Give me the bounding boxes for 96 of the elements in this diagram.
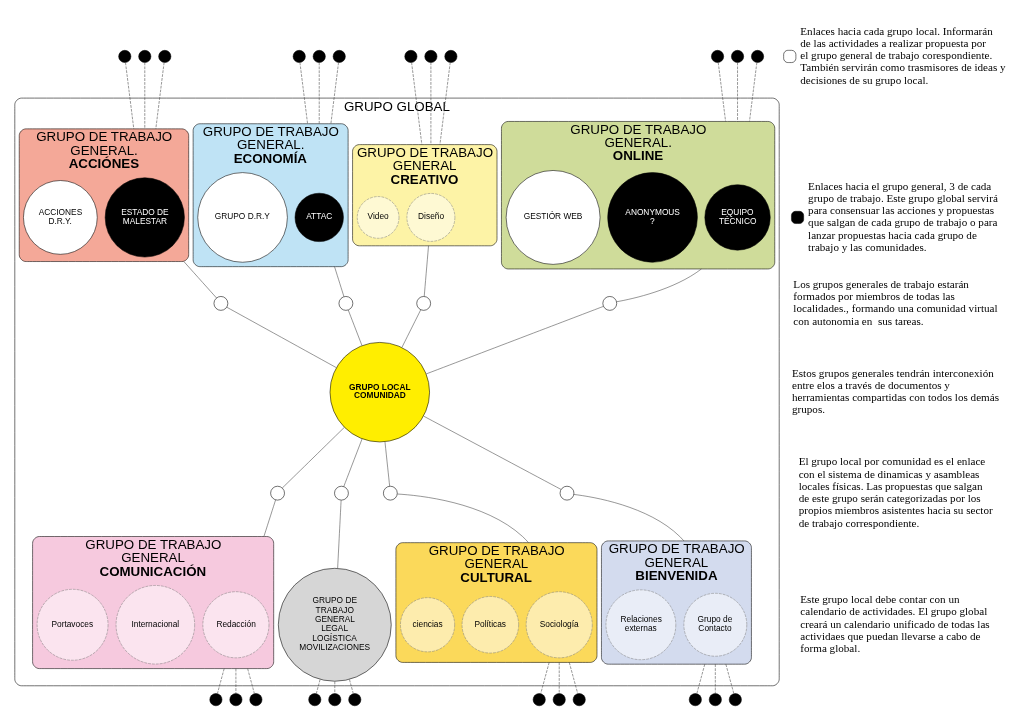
connector [384, 441, 390, 486]
legend-label: Enlaces hacia el grupo general, 3 de cada grupo de trabajo. Este grupo global servirá para consensuar las acciones y propuestas que salgan de cada grupo de trabajo o para lanzar propuestas hacia cada grupo de trabajo y las comunidades. [808, 179, 998, 253]
node-circle [292, 49, 306, 63]
connector [263, 499, 276, 537]
connector [423, 415, 562, 490]
node-circle [138, 49, 152, 63]
connector [718, 61, 726, 122]
node-circle [308, 692, 322, 706]
connector [558, 661, 560, 694]
connector [411, 61, 423, 145]
node-circle: ACCIONES D.R.Y. [23, 179, 98, 255]
node-circle [118, 49, 132, 63]
connector [299, 61, 308, 124]
connector [343, 438, 363, 487]
node-circle: Video [357, 195, 400, 239]
connector [423, 245, 429, 297]
connector [183, 260, 217, 298]
connector [217, 667, 225, 694]
connector [540, 661, 550, 694]
connector [737, 61, 738, 122]
connector [282, 426, 345, 488]
node-circle: Sociología [525, 590, 593, 658]
connector [573, 493, 685, 541]
node-circle [270, 485, 285, 500]
node-circle [728, 692, 742, 706]
node-circle [213, 295, 229, 311]
node-circle: GRUPO DE TRABAJO GENERAL LEGAL LOGÍSTICA MOVILIZACIONES [278, 567, 392, 681]
node-circle [383, 485, 398, 500]
node-circle [404, 49, 418, 63]
connector [316, 678, 321, 694]
node-circle [532, 692, 546, 706]
connector [569, 661, 578, 694]
node-circle [328, 692, 342, 706]
node-circle [312, 49, 326, 63]
connector [616, 268, 702, 302]
node-circle [559, 485, 575, 500]
connector [725, 663, 735, 694]
connector [125, 61, 135, 129]
node-circle: ESTADO DE MALESTAR [104, 177, 185, 257]
connector [426, 305, 604, 374]
node-circle: GESTIÓR WEB [505, 169, 601, 265]
connector [749, 61, 758, 122]
connector [334, 680, 336, 694]
label: Este grupo local debe contar con un calendario de actividades. El grupo global creará un calendario unificado de todas las actividaes que puedan llevarse a cabo de forma global. [800, 592, 990, 654]
label: Estos grupos generales tendrán interconexión entre elos a través de documentos y herramientas compartidas con todos los demás grupos. [791, 366, 999, 415]
node-circle [711, 49, 724, 63]
node-circle: Redacción [202, 590, 270, 658]
connector [439, 61, 451, 145]
node-circle: Grupo de Contacto [683, 592, 748, 656]
node-circle [444, 49, 458, 63]
node-circle: Diseño [406, 192, 456, 242]
node-circle: EQUIPO TÉCNICO [704, 183, 771, 250]
node-circle [708, 692, 722, 706]
connector [226, 306, 337, 368]
node-circle [334, 485, 349, 500]
connector [155, 61, 165, 129]
node-circle [338, 295, 354, 311]
node-circle: Políticas [461, 595, 519, 653]
connector [397, 493, 529, 543]
node-circle [348, 692, 362, 706]
node-circle: GRUPO LOCAL COMUNIDAD [329, 341, 430, 442]
node-circle [158, 49, 172, 63]
node-circle [688, 692, 702, 706]
connector [715, 663, 716, 694]
connector [144, 61, 146, 129]
connector [337, 499, 342, 568]
node-circle: ATTAC [294, 192, 344, 242]
connector [347, 309, 363, 346]
node-circle [332, 49, 346, 63]
node-circle: Internacional [115, 584, 195, 664]
node-circle: Relaciones externas [605, 589, 677, 660]
node-circle [209, 692, 223, 706]
node-circle [731, 49, 744, 63]
connector [349, 678, 354, 694]
node-circle: Portavoces [36, 588, 109, 661]
connector [235, 667, 237, 694]
node-circle [602, 295, 617, 311]
connector [318, 61, 320, 124]
node-circle [552, 692, 566, 706]
label: El grupo local por comunidad es el enlace con el sistema de dinamicas y asambleas locales físicas. Las propuestas que salgan de este grupo serán categorizadas por los propios miembros asistentes hacia su sector de trabajo correspondiente. [798, 454, 993, 529]
legend-label: Enlaces hacia cada grupo local. Informarán de las actividades a realizar propuesta por el grupo general de trabajo corespondiente. También servirán como trasmisores de ideas y decisiones de su grupo local. [800, 24, 1006, 86]
connector [430, 61, 432, 145]
node-circle [572, 692, 586, 706]
connector [401, 309, 421, 348]
connector [334, 265, 345, 297]
connector [696, 663, 706, 694]
connector [247, 667, 255, 694]
node-circle: GRUPO D.R.Y [197, 171, 288, 263]
node-circle [229, 692, 243, 706]
node-circle [249, 692, 263, 706]
connector [330, 61, 339, 124]
node-circle: ciencias [400, 596, 455, 652]
node-circle [416, 295, 431, 311]
node-circle [424, 49, 438, 63]
label: Los grupos generales de trabajo estarán formados por miembros de todas las localidades., formando una comunidad virtual con autonomia en sus tareas. [793, 277, 998, 327]
node-circle: ANONYMOUS ? [607, 171, 698, 263]
